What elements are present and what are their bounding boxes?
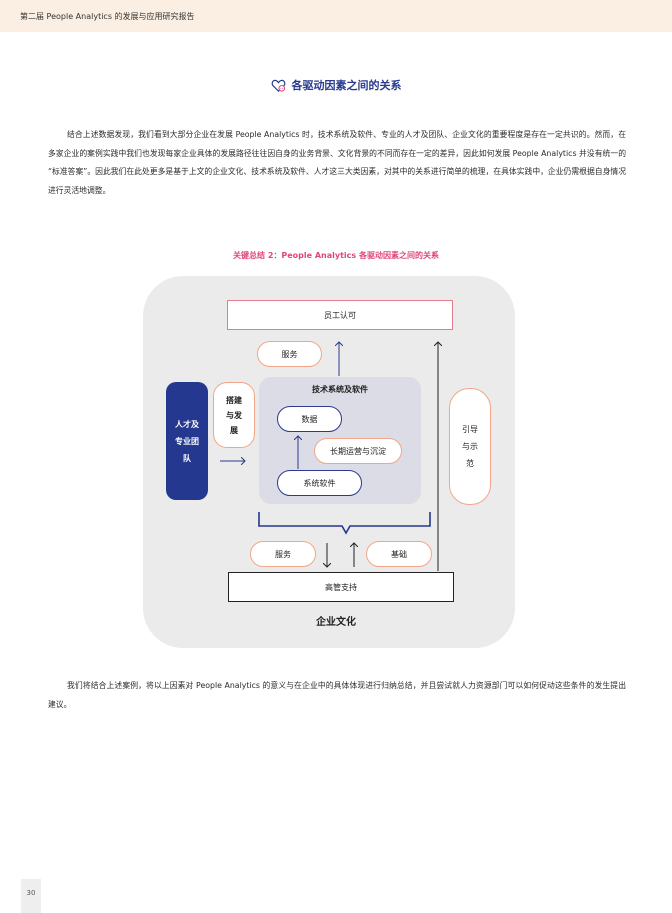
section-heading: 各驱动因素之间的关系 (0, 77, 672, 97)
closing-paragraph: 我们将结合上述案例，将以上因素对 People Analytics 的意义与在企… (48, 681, 626, 709)
service-bottom-pill: 服务 (250, 541, 316, 567)
page-number: 30 (21, 879, 41, 913)
section-title: 各驱动因素之间的关系 (291, 79, 402, 92)
executive-support-box: 高管支持 (228, 572, 454, 602)
talent-team-label: 人才及专业团队 (175, 419, 199, 463)
employee-recognition-box: 员工认可 (227, 300, 453, 330)
header-title: 第二届 People Analytics 的发展与应用研究报告 (20, 12, 195, 21)
foundation-pill: 基础 (366, 541, 432, 567)
data-pill: 数据 (277, 406, 342, 432)
build-develop-box: 搭建与发展 (213, 382, 255, 448)
guide-model-box: 引导与示范 (449, 388, 491, 505)
page-header: 第二届 People Analytics 的发展与应用研究报告 (0, 0, 672, 32)
heart-chat-icon (271, 79, 285, 92)
talent-team-box: 人才及专业团队 (166, 382, 208, 500)
service-top-pill: 服务 (257, 341, 322, 367)
guide-model-label: 引导与示范 (462, 425, 478, 468)
system-software-pill: 系统软件 (277, 470, 362, 496)
long-term-ops-pill: 长期运营与沉淀 (314, 438, 402, 464)
build-develop-label: 搭建与发展 (226, 395, 242, 435)
tech-systems-label: 技术系统及软件 (312, 385, 368, 394)
corporate-culture-label: 企业文化 (316, 617, 356, 628)
figure-caption: 关键总结 2：People Analytics 各驱动因素之间的关系 (233, 251, 439, 260)
intro-paragraph: 结合上述数据发现，我们看到大部分企业在发展 People Analytics 时… (48, 130, 626, 195)
